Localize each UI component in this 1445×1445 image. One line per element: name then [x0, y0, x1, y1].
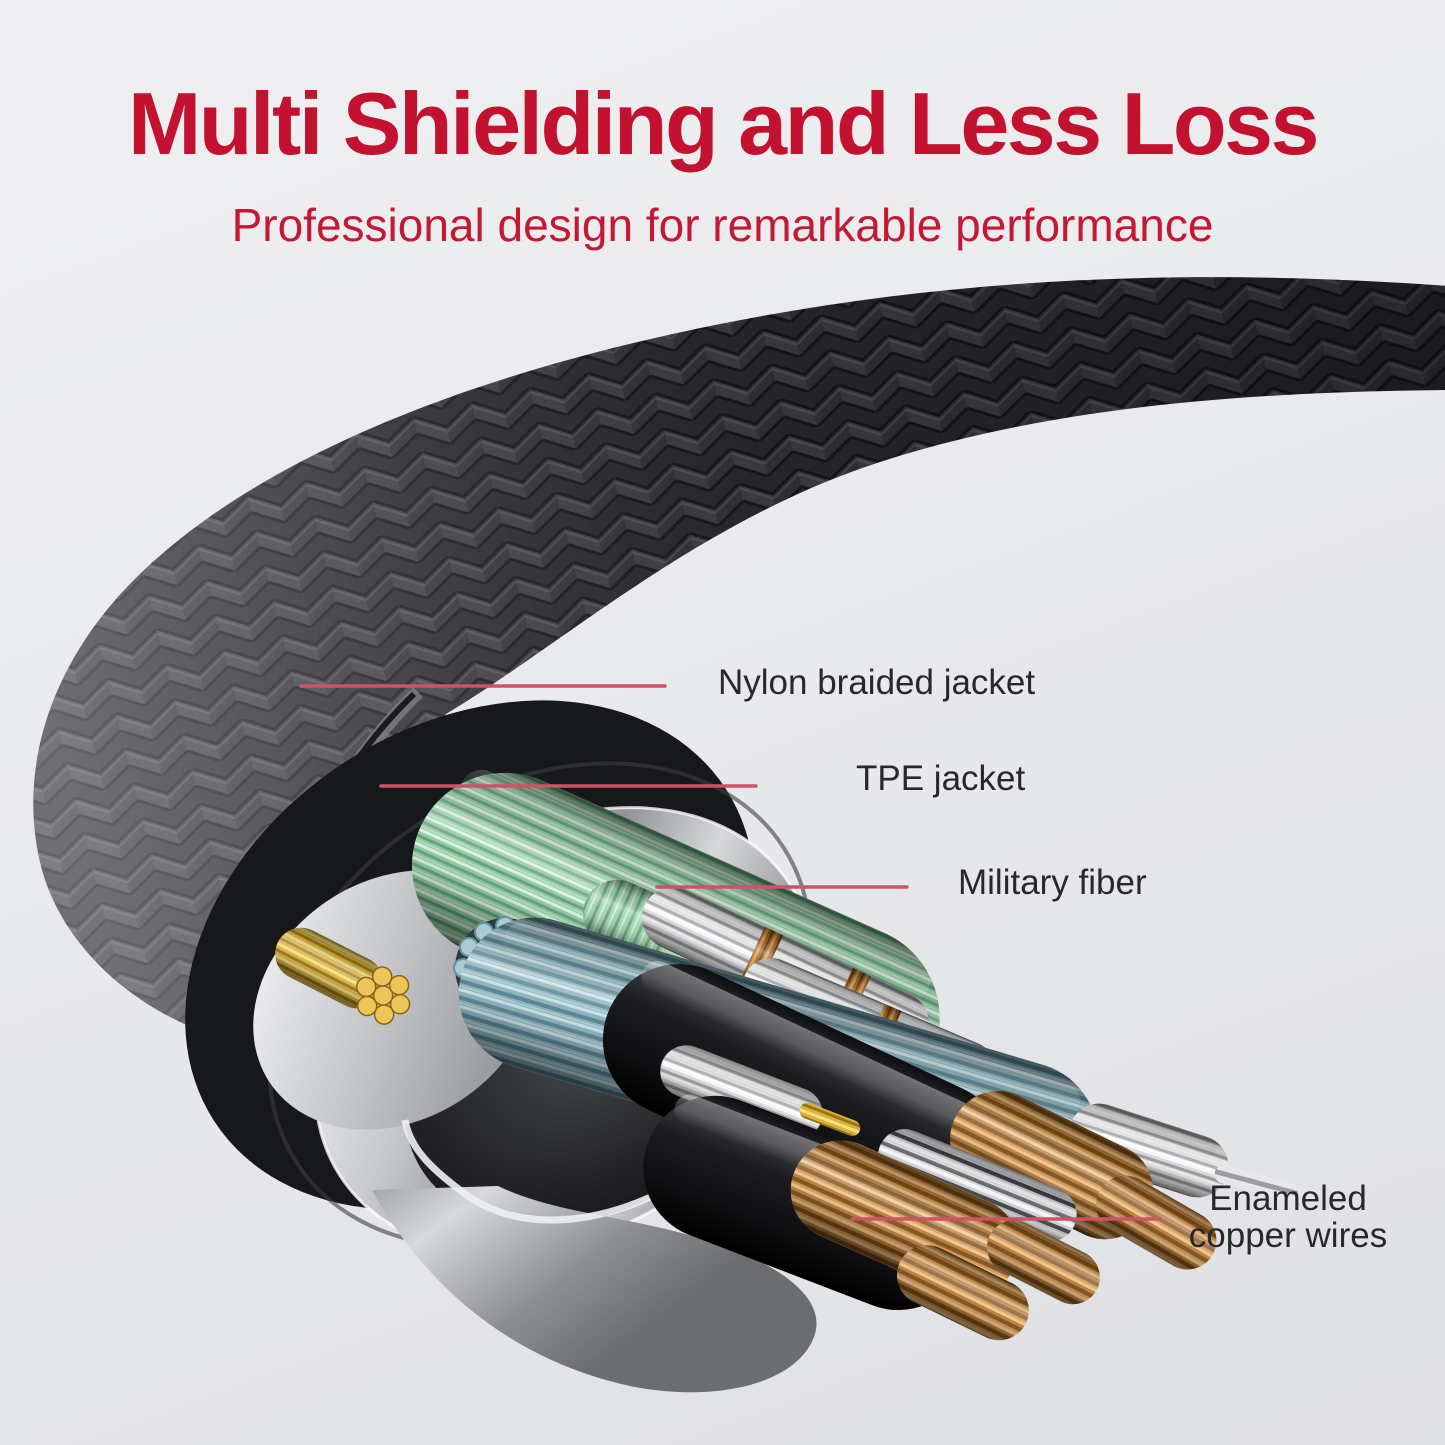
page-title: Multi Shielding and Less Loss: [128, 74, 1319, 173]
page-subtitle: Professional design for remarkable perfo…: [231, 199, 1214, 251]
inner-jacket-1-graphic: [602, 961, 1217, 1270]
gold-wires-graphic: [275, 927, 411, 1025]
gold-pin-graphic: [799, 1102, 861, 1137]
callout-enameled-copper-wires: Enameled copper wires: [1188, 1179, 1388, 1255]
callout-nylon-braided-jacket: Nylon braided jacket: [718, 663, 1036, 702]
foil-tongue-graphic: [372, 1186, 817, 1393]
callout-tpe-jacket: TPE jacket: [856, 759, 1026, 798]
foil-rim-highlight: [401, 1119, 684, 1224]
callout-military-fiber: Military fiber: [958, 863, 1147, 902]
